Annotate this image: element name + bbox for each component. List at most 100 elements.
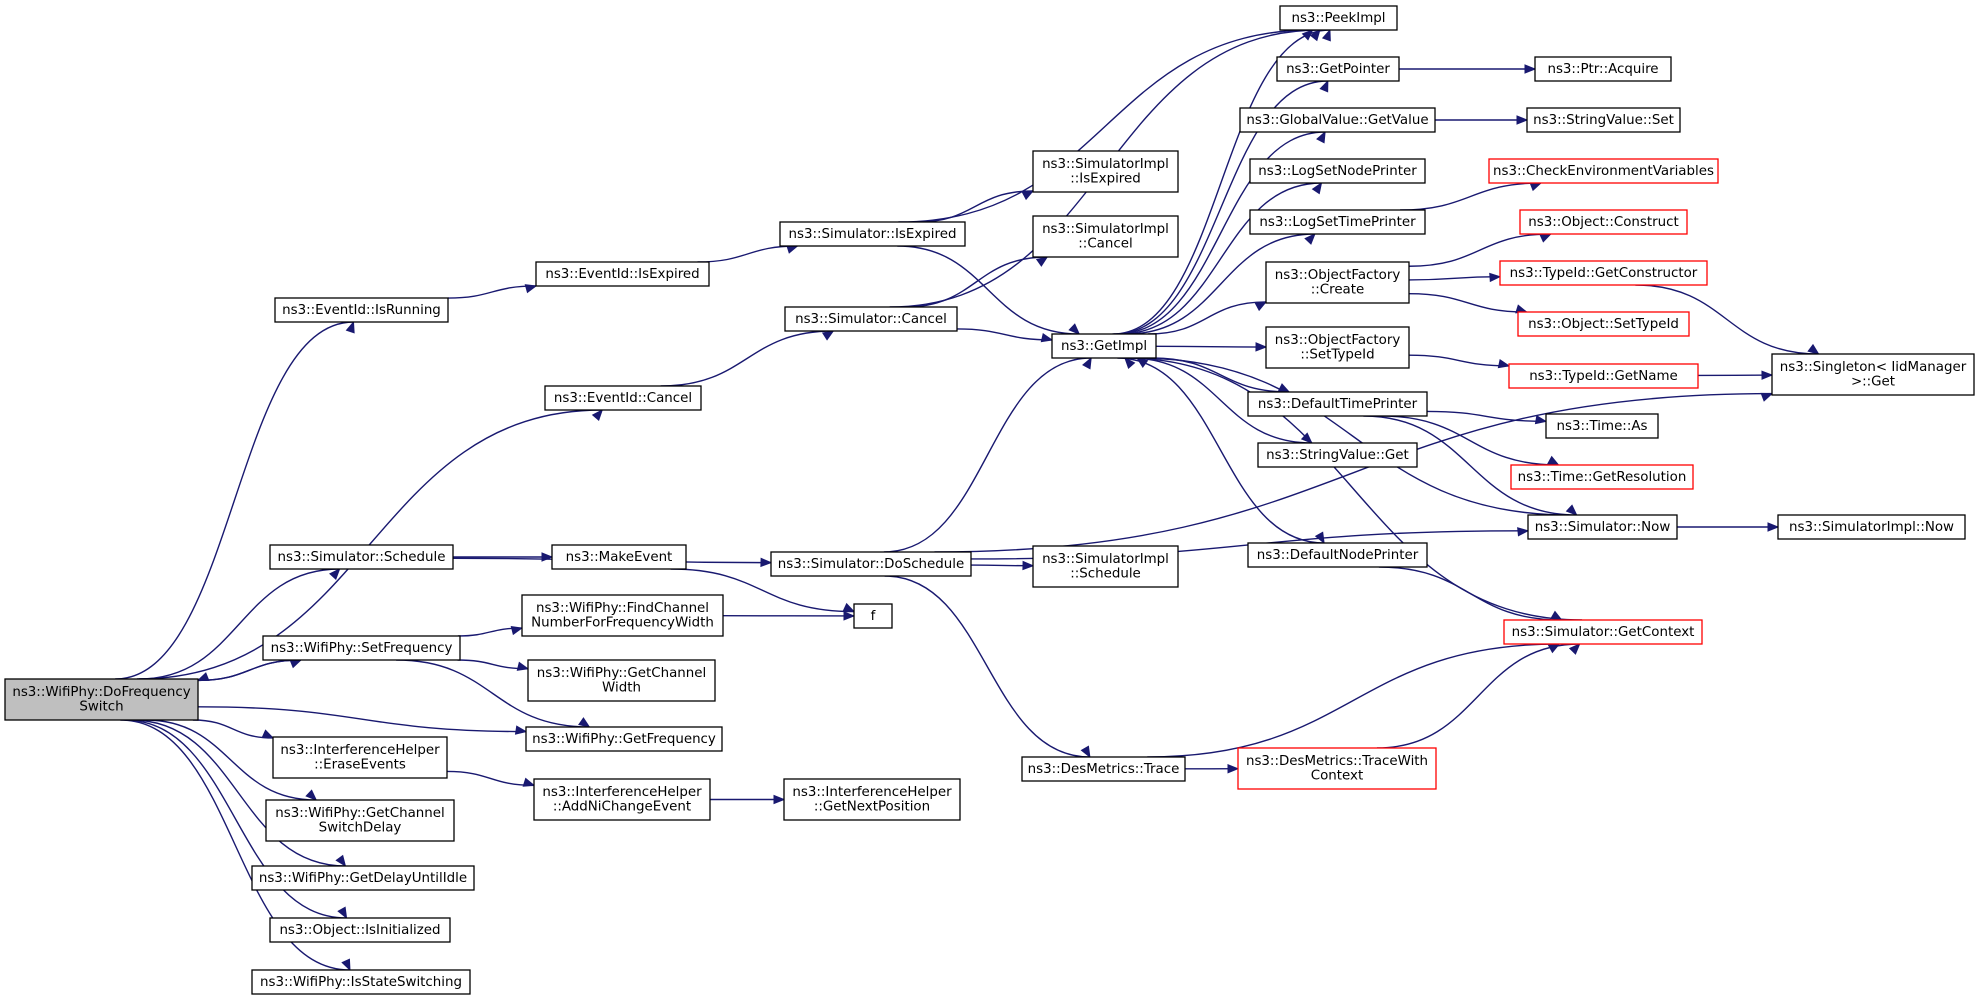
node-isinit[interactable]: ns3::Object::IsInitialized: [269, 917, 451, 943]
node-deftime[interactable]: ns3::DefaultTimePrinter: [1247, 391, 1428, 417]
node-box: [1265, 261, 1410, 304]
edge-arrowhead: [1314, 531, 1325, 545]
node-label: ns3::Time::As: [1557, 419, 1648, 434]
edge-ofcreate-to-getconstructor: [1408, 275, 1501, 281]
edge-arrowhead: [522, 777, 536, 787]
node-box: [1276, 56, 1400, 82]
edge-ofsettypeid-to-getname: [1408, 354, 1510, 367]
node-box: [1257, 442, 1418, 468]
edge-arrowhead: [1529, 182, 1543, 192]
edge-arrowhead: [1516, 115, 1529, 125]
node-schedule[interactable]: ns3::Simulator::Schedule: [269, 544, 454, 570]
node-label: Width: [602, 681, 641, 696]
node-lognode[interactable]: ns3::LogSetNodePrinter: [1249, 158, 1426, 184]
node-box: [1237, 747, 1437, 790]
node-box: [525, 726, 723, 752]
node-isrunning[interactable]: ns3::EventId::IsRunning: [274, 297, 449, 323]
node-label: ns3::Simulator::Cancel: [795, 312, 947, 327]
node-label: NumberForFrequencyWidth: [531, 616, 714, 631]
node-implisexpired[interactable]: ns3::SimulatorImpl::IsExpired: [1032, 150, 1179, 193]
node-simcancel[interactable]: ns3::Simulator::Cancel: [784, 306, 958, 332]
node-label: Switch: [79, 700, 123, 715]
edge-arrowhead: [821, 330, 835, 341]
node-implcancel[interactable]: ns3::SimulatorImpl::Cancel: [1032, 215, 1179, 258]
node-box: [1247, 542, 1428, 568]
node-peekimpl[interactable]: ns3::PeekImpl: [1279, 5, 1398, 31]
node-cancel[interactable]: ns3::EventId::Cancel: [544, 385, 702, 411]
node-implnow[interactable]: ns3::SimulatorImpl::Now: [1777, 514, 1966, 540]
node-findchan[interactable]: ns3::WifiPhy::FindChannelNumberForFreque…: [521, 594, 724, 637]
edge-arrowhead: [541, 552, 554, 562]
node-checkenv[interactable]: ns3::CheckEnvironmentVariables: [1488, 158, 1719, 184]
edge-simisexpired-to-peekimpl: [898, 29, 1313, 223]
node-box: [1249, 209, 1426, 235]
node-box: [770, 551, 972, 577]
node-timeas[interactable]: ns3::Time::As: [1545, 413, 1659, 439]
edge-arrowhead: [1227, 764, 1240, 774]
node-objconstruct[interactable]: ns3::Object::Construct: [1519, 209, 1688, 235]
edges-layer: [115, 28, 1820, 972]
node-doschedule[interactable]: ns3::Simulator::DoSchedule: [770, 551, 972, 577]
edge-arrowhead: [1517, 527, 1530, 537]
edge-arrowhead: [591, 408, 604, 422]
edge-setfreq-to-root: [197, 659, 301, 682]
node-label: f: [871, 609, 876, 624]
node-objsettypeid[interactable]: ns3::Object::SetTypeId: [1517, 311, 1690, 337]
node-simisexpired[interactable]: ns3::Simulator::IsExpired: [779, 221, 966, 247]
node-label: ns3::DefaultNodePrinter: [1257, 548, 1419, 563]
node-eisexpired[interactable]: ns3::EventId::IsExpired: [535, 261, 710, 287]
node-ofsettypeid[interactable]: ns3::ObjectFactory::SetTypeId: [1265, 326, 1410, 369]
edge-arrowhead: [337, 906, 348, 920]
node-label: ns3::WifiPhy::FindChannel: [536, 601, 709, 616]
node-logtime[interactable]: ns3::LogSetTimePrinter: [1249, 209, 1426, 235]
edge-getcontext-to-getimpl: [1124, 357, 1583, 621]
node-getres[interactable]: ns3::Time::GetResolution: [1510, 464, 1694, 490]
node-ofcreate[interactable]: ns3::ObjectFactory::Create: [1265, 261, 1410, 304]
edge-getimpl-to-peekimpl: [1112, 29, 1330, 335]
edge-getconstructor-to-singleton: [1635, 284, 1819, 355]
node-isswitching[interactable]: ns3::WifiPhy::IsStateSwitching: [251, 969, 471, 995]
node-setfreq[interactable]: ns3::WifiPhy::SetFrequency: [262, 635, 461, 661]
node-getimpl[interactable]: ns3::GetImpl: [1051, 333, 1157, 359]
node-label: ns3::DesMetrics::TraceWith: [1246, 754, 1428, 769]
node-label: ns3::WifiPhy::SetFrequency: [271, 641, 453, 656]
node-erase[interactable]: ns3::InterferenceHelper::EraseEvents: [272, 736, 448, 779]
node-getname[interactable]: ns3::TypeId::GetName: [1508, 363, 1699, 389]
node-box: [783, 778, 961, 821]
node-delayidle[interactable]: ns3::WifiPhy::GetDelayUntilIdle: [251, 865, 475, 891]
node-desmetrics[interactable]: ns3::DesMetrics::Trace: [1021, 756, 1186, 782]
node-addni[interactable]: ns3::InterferenceHelper::AddNiChangeEven…: [533, 778, 711, 821]
edge-arrowhead: [1539, 233, 1552, 243]
edge-getimpl-to-ofcreate: [1148, 301, 1267, 335]
node-makeevent[interactable]: ns3::MakeEvent: [551, 544, 687, 570]
node-f[interactable]: f: [853, 603, 893, 629]
node-implschedule[interactable]: ns3::SimulatorImpl::Schedule: [1032, 545, 1179, 588]
node-nextpos[interactable]: ns3::InterferenceHelper::GetNextPosition: [783, 778, 961, 821]
node-label: ns3::WifiPhy::GetChannel: [275, 806, 444, 821]
node-label: ::Create: [1311, 283, 1365, 298]
edge-simcancel-to-getimpl: [956, 328, 1053, 341]
node-simnow[interactable]: ns3::Simulator::Now: [1527, 514, 1678, 540]
node-label: ::IsExpired: [1070, 172, 1141, 187]
node-box: [1021, 756, 1186, 782]
node-svget[interactable]: ns3::StringValue::Get: [1257, 442, 1418, 468]
node-getconstructor[interactable]: ns3::TypeId::GetConstructor: [1499, 260, 1708, 286]
node-gvgetvalue[interactable]: ns3::GlobalValue::GetValue: [1239, 107, 1436, 133]
node-ptracquire[interactable]: ns3::Ptr::Acquire: [1534, 56, 1672, 82]
node-box: [1265, 326, 1410, 369]
edge-getimpl-to-logtime: [1126, 233, 1315, 335]
node-getpointer[interactable]: ns3::GetPointer: [1276, 56, 1400, 82]
node-singleton[interactable]: ns3::Singleton< IidManager>::Get: [1771, 353, 1975, 396]
node-box: [527, 659, 716, 702]
node-box: [251, 865, 475, 891]
node-label: ns3::Singleton< IidManager: [1780, 360, 1967, 375]
node-getcontext[interactable]: ns3::Simulator::GetContext: [1503, 619, 1703, 645]
edge-arrowhead: [578, 717, 591, 728]
node-defnode[interactable]: ns3::DefaultNodePrinter: [1247, 542, 1428, 568]
node-svset[interactable]: ns3::StringValue::Set: [1526, 107, 1681, 133]
node-getfreq[interactable]: ns3::WifiPhy::GetFrequency: [525, 726, 723, 752]
